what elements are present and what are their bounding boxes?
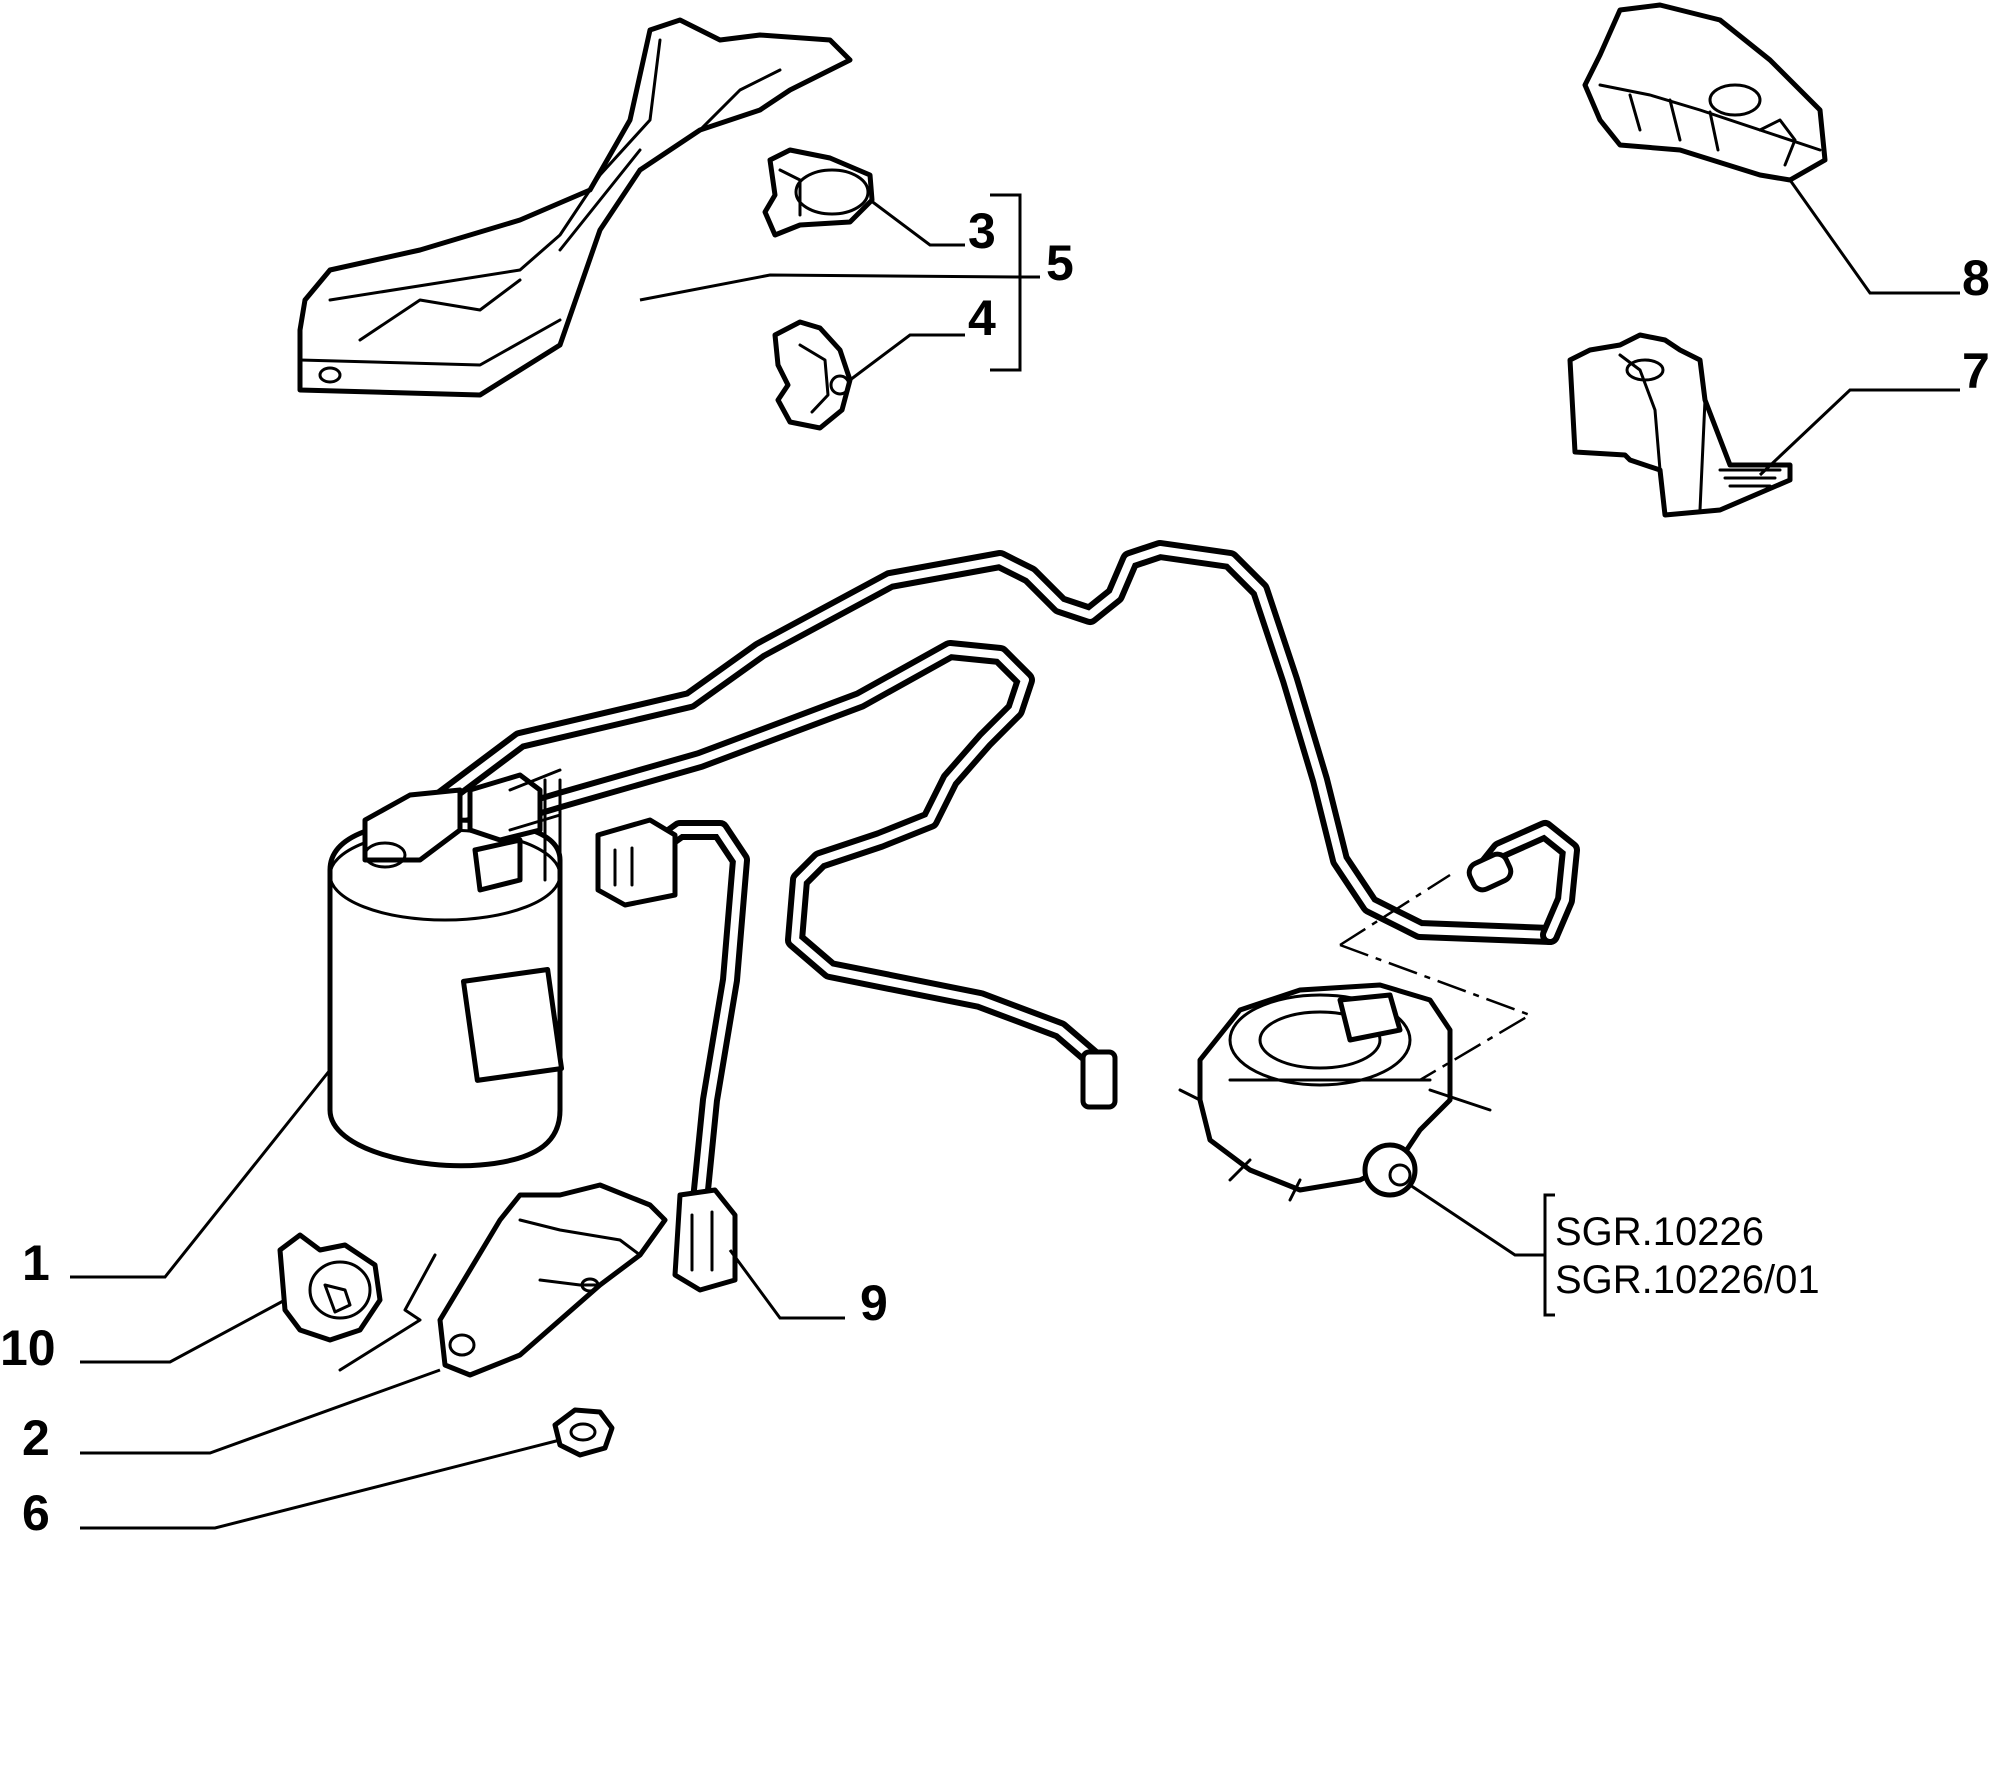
carbon-canister xyxy=(327,768,565,1169)
callout-2: 2 xyxy=(22,1410,50,1466)
multi-hose-holder xyxy=(1582,2,1828,183)
callout-9: 9 xyxy=(860,1275,888,1331)
alignment-lines xyxy=(1339,873,1533,1082)
callout-10: 10 xyxy=(0,1320,56,1376)
callout-labels: 3 5 4 8 7 1 10 2 6 9 SGR.10226 SGR.10226… xyxy=(0,203,1990,1541)
grommet-clip xyxy=(762,147,875,238)
callout-7: 7 xyxy=(1962,343,1990,399)
callout-4: 4 xyxy=(968,290,996,346)
callout-6: 6 xyxy=(22,1485,50,1541)
vapour-hose-network xyxy=(430,540,1580,1110)
reference-code-2: SGR.10226/01 xyxy=(1555,1258,1820,1302)
callout-3: 3 xyxy=(968,203,996,259)
hose-clip-4 xyxy=(772,319,853,431)
mounting-bracket xyxy=(297,17,853,398)
throttle-body xyxy=(1178,982,1492,1202)
hex-nut xyxy=(552,1407,615,1458)
hose-clip-stand xyxy=(1567,332,1793,518)
sensor-wire xyxy=(595,817,750,1293)
leader-lines xyxy=(70,179,1960,1530)
reference-code-1: SGR.10226 xyxy=(1555,1210,1764,1254)
small-valve xyxy=(277,1232,383,1343)
callout-8: 8 xyxy=(1962,250,1990,306)
callout-5: 5 xyxy=(1046,235,1074,291)
canister-bracket xyxy=(338,1182,668,1378)
callout-1: 1 xyxy=(22,1235,50,1291)
